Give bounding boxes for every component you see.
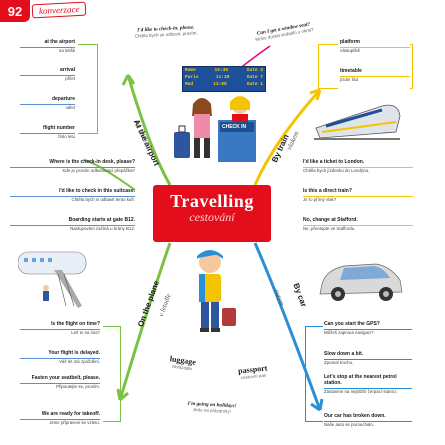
airport-words-bracket	[78, 44, 98, 134]
car-phrase-1: Slow down a bit. Zpomal trochu.	[324, 351, 412, 365]
train-word-1: timetable jízdní řád	[340, 68, 410, 82]
center-subtitle: cestování	[189, 210, 235, 224]
airport-word-0: at the airport na letišti	[20, 39, 75, 53]
train-illustration	[314, 104, 401, 140]
airport-phrase-2: Boarding starts at gate B12. Nastupování…	[10, 217, 135, 231]
airport-phrase-1: I'd like to check in this suitcase. Chtě…	[10, 188, 135, 202]
checkin-illustration	[174, 96, 256, 162]
train-word-0: platform nástupiště	[340, 39, 410, 53]
checkin-desk-sign: CHECK IN	[222, 124, 247, 130]
plane-phrase-0: Is the flight on time? Letí to na čas?	[20, 321, 100, 335]
airport-word-3: flight number číslo letu	[20, 125, 75, 139]
airport-phrase-0: Where is the check-in desk, please? Kde …	[10, 159, 135, 173]
plane-phrase-1: Your flight is delayed. Váš let má zpožd…	[20, 350, 100, 364]
car-phrase-3: Our car has broken down. Naše auto se po…	[324, 413, 412, 427]
page-number: 92	[0, 0, 30, 22]
airport-word-2: departure odlet	[20, 96, 75, 110]
car-illustration	[319, 263, 403, 301]
train-words-bracket-end	[410, 44, 413, 89]
plane-phrase-3: We are ready for takeoff. Jsme připraven…	[20, 411, 100, 425]
plane-illustration	[18, 251, 87, 308]
center-title: Travelling	[170, 191, 254, 211]
train-phrase-1: Is this a direct train? Je to přímý vlak…	[303, 188, 413, 202]
train-phrase-2: No, change at Stafford. Ne, přestupte ve…	[303, 217, 413, 231]
traveller-boy-illustration	[197, 250, 236, 332]
airport-word-1: arrival přílet	[20, 67, 75, 81]
train-words-bracket	[318, 44, 338, 89]
car-phrase-0: Can you start the GPS? Můžeš zapnout nav…	[324, 321, 412, 335]
plane-phrases-bracket	[103, 326, 121, 422]
car-phrases-bracket	[305, 326, 323, 422]
center-title-box: Travelling cestování	[153, 185, 271, 242]
plane-phrase-2: Fasten your seatbelt, please. Připoutejt…	[20, 375, 100, 389]
train-phrase-0: I'd like a ticket to London. Chtěla bych…	[303, 159, 413, 173]
car-phrase-2: Let's stop at the nearest petrol station…	[324, 374, 412, 394]
